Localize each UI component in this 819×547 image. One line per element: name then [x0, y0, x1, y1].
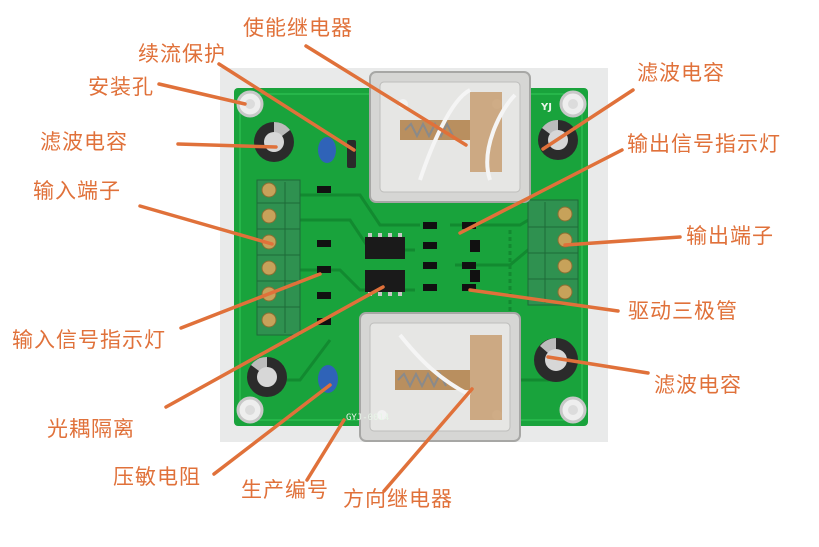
label-filter-cap-bottom-right: 滤波电容: [654, 373, 742, 397]
output-terminal-block: [527, 199, 579, 306]
silk-brand: YJ: [540, 102, 552, 113]
label-filter-cap-left: 滤波电容: [40, 130, 128, 154]
label-optocoupler: 光耦隔离: [47, 417, 135, 441]
mount-holes: [236, 90, 587, 424]
callout-lines: [138, 44, 682, 493]
label-mount-hole: 安装孔: [88, 75, 154, 99]
label-input-terminal: 输入端子: [33, 179, 121, 203]
label-drive-transistor: 驱动三极管: [628, 299, 738, 323]
label-direction-relay: 方向继电器: [343, 487, 453, 511]
filter-capacitors: [247, 120, 578, 397]
label-freewheel-protect: 续流保护: [138, 42, 226, 66]
label-output-terminal: 输出端子: [686, 224, 774, 248]
label-enable-relay: 使能继电器: [243, 16, 353, 40]
label-filter-cap-top-right: 滤波电容: [637, 61, 725, 85]
varistors-and-caps: [318, 137, 356, 393]
label-output-indicator: 输出信号指示灯: [627, 132, 781, 156]
label-serial-no: 生产编号: [241, 478, 329, 502]
label-varistor: 压敏电阻: [113, 465, 201, 489]
direction-relay: [359, 312, 521, 442]
label-input-indicator: 输入信号指示灯: [12, 328, 166, 352]
silk-serial: GYJ-0014: [346, 413, 389, 423]
input-terminal-block: [256, 179, 301, 336]
